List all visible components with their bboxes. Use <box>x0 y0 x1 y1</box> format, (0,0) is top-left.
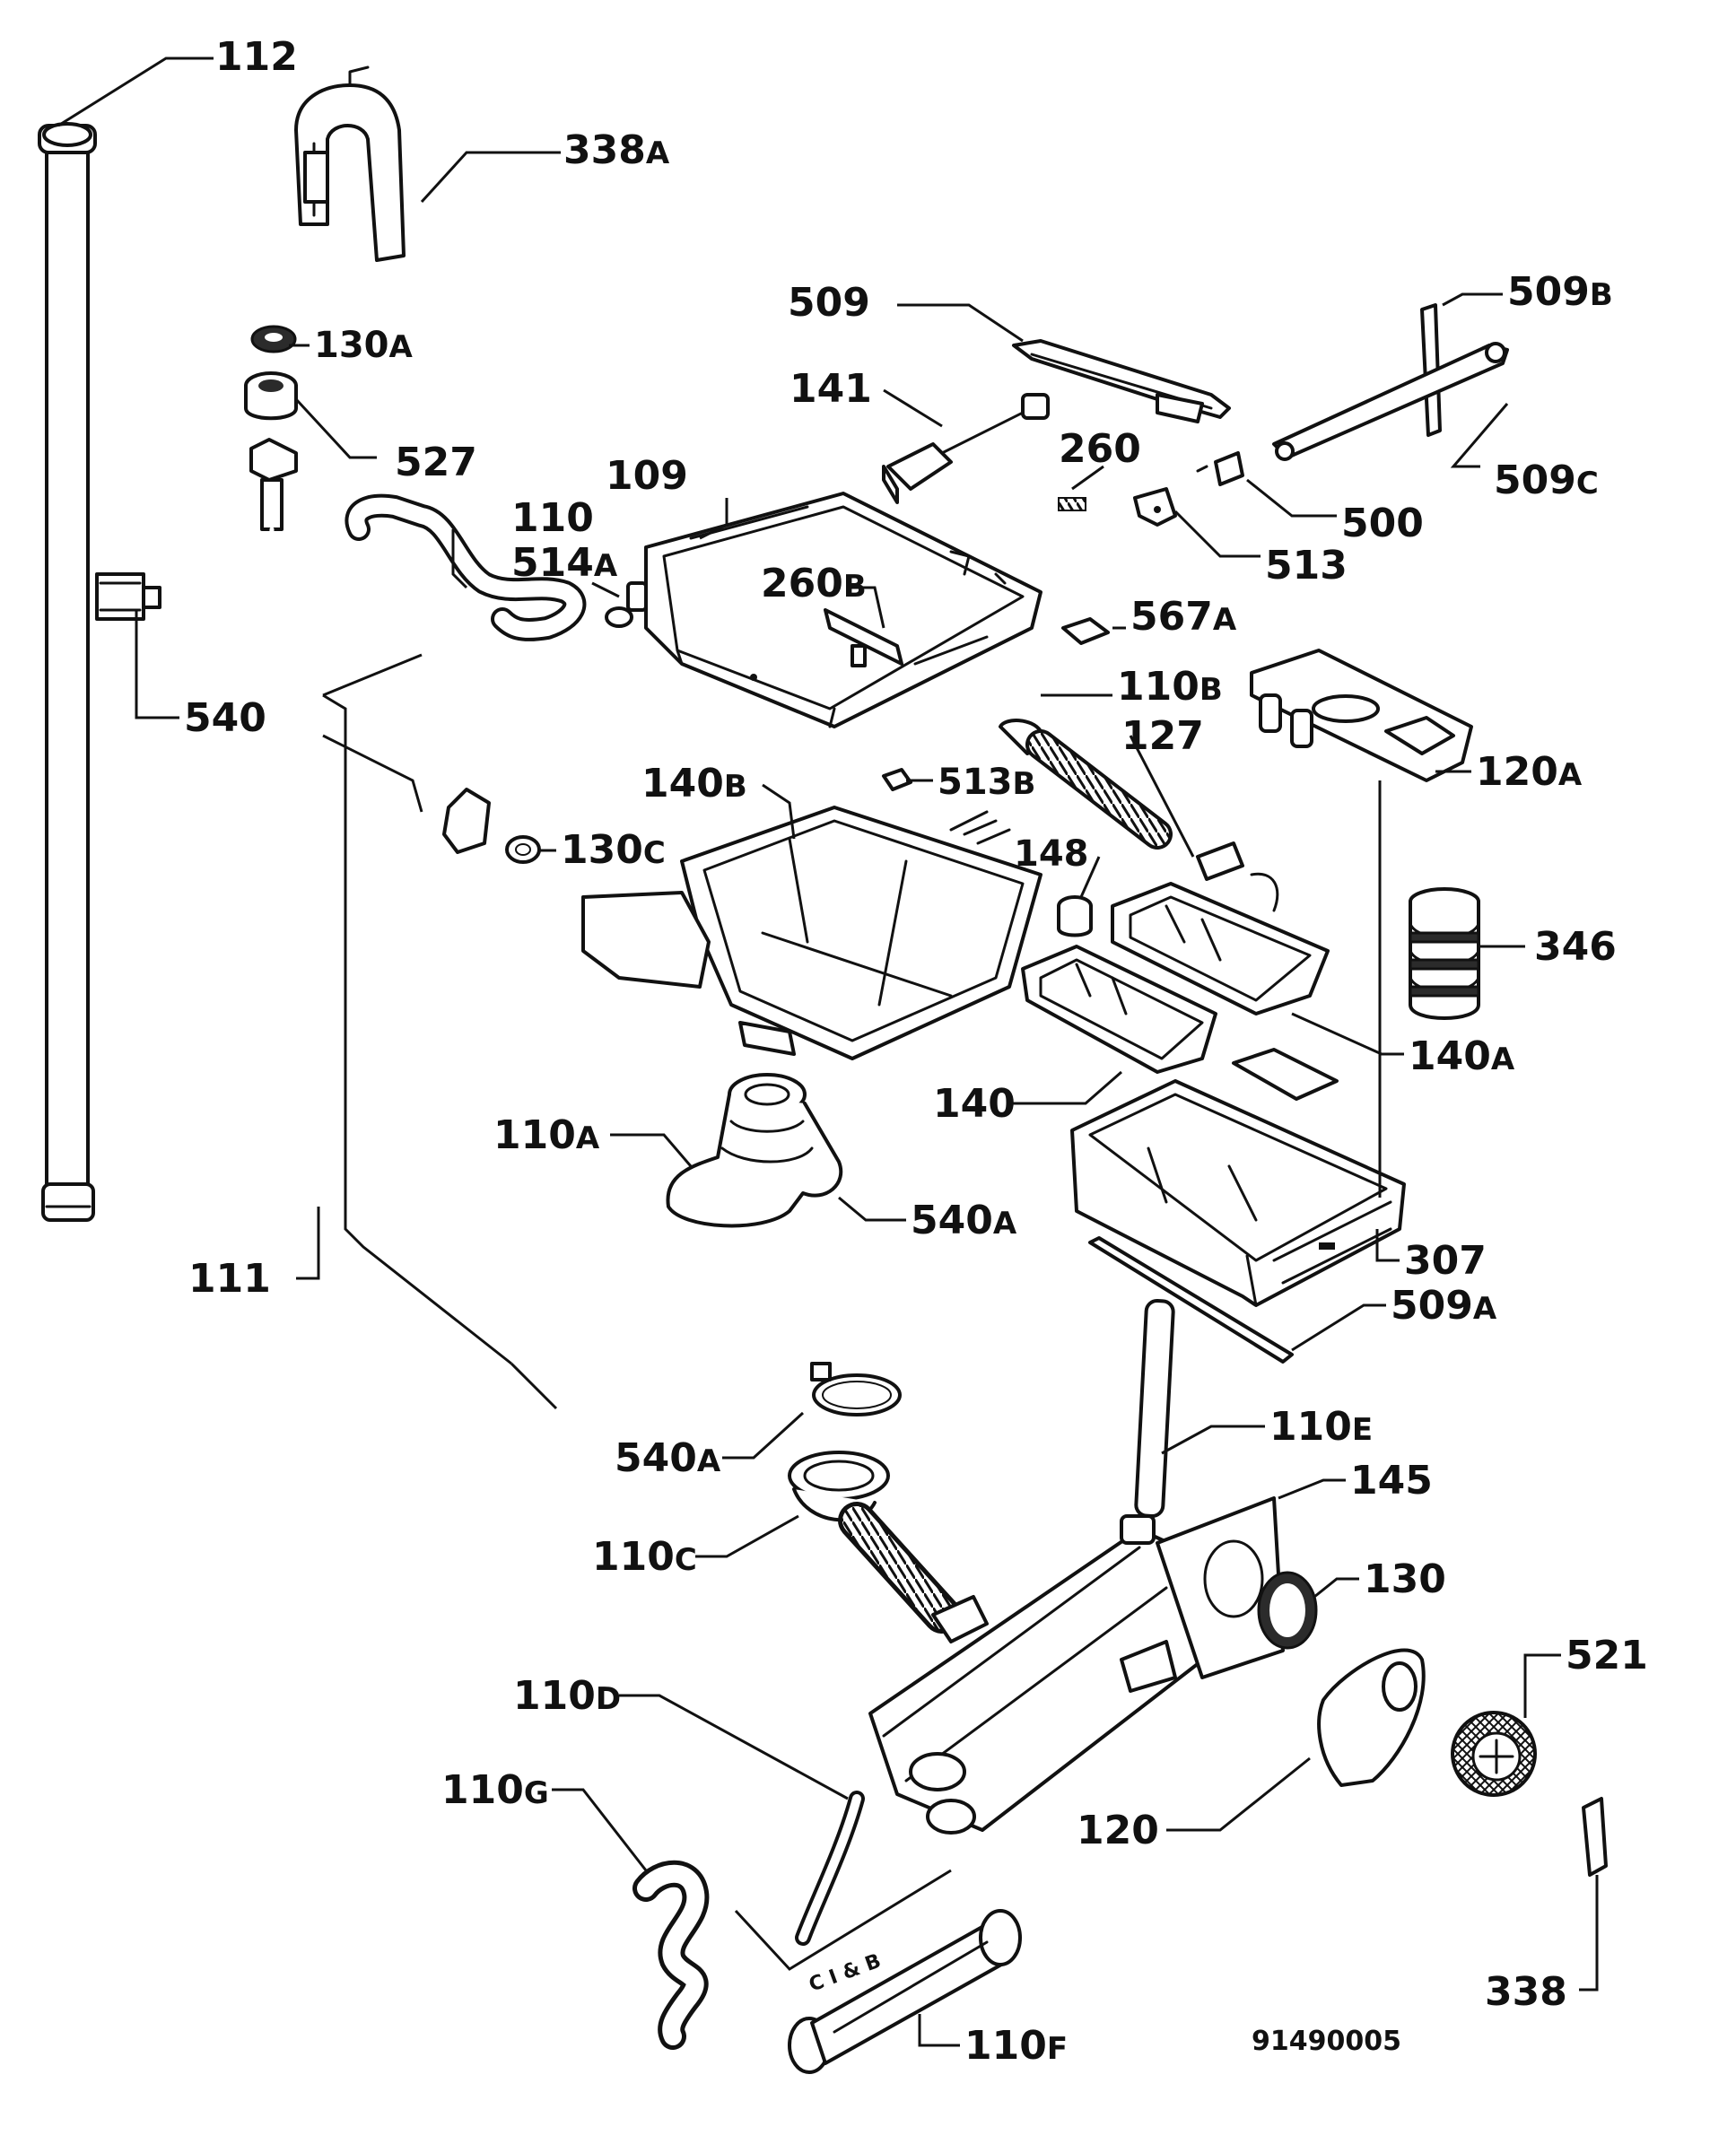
hose-guide-338a <box>294 65 406 262</box>
spring-260b <box>824 608 903 667</box>
inlet-hose-111 <box>211 438 491 1204</box>
label-527: 527 <box>395 440 477 485</box>
label-513b: 513B <box>938 762 1035 803</box>
label-540a-upper: 540A <box>911 1198 1017 1243</box>
label-110f: 110F <box>964 2023 1068 2069</box>
filter-527 <box>244 371 298 421</box>
label-140a: 140A <box>1409 1033 1515 1079</box>
sump-housing-145 <box>868 1496 1285 1835</box>
label-513: 513 <box>1265 543 1348 588</box>
label-112: 112 <box>215 34 298 80</box>
knob-521 <box>1451 1711 1537 1797</box>
label-110c: 110C <box>592 1534 697 1580</box>
ring-130 <box>1257 1571 1318 1650</box>
drawing-code: 91490005 <box>1252 2026 1401 2057</box>
clamp-540a <box>810 1362 902 1416</box>
hose-110g <box>632 1860 710 2050</box>
label-509c: 509C <box>1494 458 1599 503</box>
label-130: 130 <box>1364 1556 1446 1602</box>
funnel-hose-110c <box>788 1451 989 1643</box>
nipple-514a <box>605 581 648 628</box>
label-567a: 567A <box>1130 594 1237 640</box>
hose-110f <box>788 1909 1022 2074</box>
label-509a: 509A <box>1391 1283 1497 1329</box>
label-500: 500 <box>1341 501 1424 546</box>
sump-110a <box>666 1073 843 1228</box>
label-110a: 110A <box>493 1112 600 1158</box>
label-110g: 110G <box>441 1767 549 1813</box>
label-110d: 110D <box>513 1673 621 1719</box>
cover-120a <box>1250 649 1473 782</box>
label-509b: 509B <box>1507 269 1613 315</box>
dispenser-housing-140b <box>581 806 1042 1060</box>
rod-509a <box>1088 1236 1294 1364</box>
label-509: 509 <box>788 280 870 326</box>
spiral-hose-110b <box>999 719 1173 850</box>
label-346: 346 <box>1534 924 1617 970</box>
label-260: 260 <box>1059 426 1141 472</box>
valve-frame-109 <box>644 492 1042 728</box>
drawer-307 <box>1070 1048 1406 1307</box>
leader-lines <box>57 57 1599 2047</box>
label-521: 521 <box>1566 1633 1648 1678</box>
hose-110d <box>795 1791 865 1946</box>
label-110: 110 <box>511 495 594 541</box>
fitting-148 <box>1057 895 1093 937</box>
label-540: 540 <box>184 695 266 741</box>
washer-130a <box>250 325 297 353</box>
part-513b <box>882 768 912 791</box>
spring-260 <box>1058 497 1086 511</box>
label-110e: 110E <box>1269 1404 1373 1450</box>
callout-labels: 112 338A 509 509B 130A 141 260 527 109 5… <box>184 34 1648 2069</box>
fitting-127 <box>1196 841 1279 912</box>
label-148: 148 <box>1014 833 1089 875</box>
label-140: 140 <box>933 1081 1016 1127</box>
label-130a: 130A <box>314 325 414 366</box>
label-338a: 338A <box>563 127 670 173</box>
label-127: 127 <box>1121 713 1204 759</box>
label-514a: 514A <box>511 540 618 586</box>
label-141: 141 <box>789 366 872 412</box>
label-338: 338 <box>1485 1969 1567 2015</box>
pad-567a <box>1061 617 1110 645</box>
drain-hose-112 <box>38 122 97 1222</box>
label-110b: 110B <box>1117 664 1223 710</box>
washer-130c <box>505 835 541 864</box>
label-130c: 130C <box>561 827 666 873</box>
compartment-140a <box>1111 882 1330 1015</box>
label-260b: 260B <box>761 561 867 606</box>
label-120a: 120A <box>1476 749 1583 795</box>
label-540a-lower: 540A <box>615 1435 721 1481</box>
label-140b: 140B <box>641 761 747 806</box>
clip-338 <box>1582 1797 1608 1877</box>
label-109: 109 <box>606 453 688 499</box>
label-145: 145 <box>1350 1458 1433 1504</box>
label-111: 111 <box>188 1256 271 1302</box>
bracket-513 <box>1133 487 1177 527</box>
label-307: 307 <box>1404 1238 1487 1284</box>
bellows-346 <box>1409 887 1480 1020</box>
valve-141 <box>882 393 1050 504</box>
pipe-110e <box>1134 1298 1175 1519</box>
label-120: 120 <box>1077 1808 1159 1853</box>
filter-120 <box>1317 1648 1426 1787</box>
compartment-140 <box>1021 945 1217 1074</box>
hose-110 <box>345 493 587 641</box>
lever-509 <box>1012 339 1231 423</box>
hose-clip-540 <box>95 572 161 621</box>
lever-509c <box>1272 342 1509 461</box>
screw-500 <box>1196 451 1244 486</box>
